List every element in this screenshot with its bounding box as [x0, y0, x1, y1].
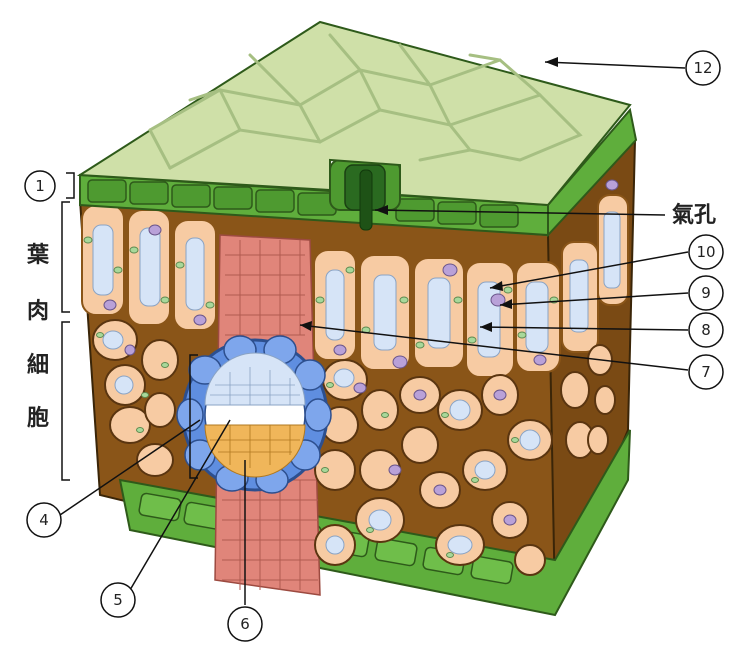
- callout-5: 5: [100, 582, 136, 618]
- arrowheads: [300, 57, 558, 332]
- svg-text:12: 12: [693, 59, 712, 77]
- callout-7: 7: [688, 354, 724, 390]
- upper-epidermis-side: [547, 107, 638, 238]
- svg-text:10: 10: [696, 243, 715, 261]
- callout-9: 9: [688, 275, 724, 311]
- svg-text:6: 6: [240, 615, 250, 633]
- palisade-vacuoles: [92, 211, 621, 358]
- callout-8: 8: [688, 312, 724, 348]
- callout-4: 4: [26, 502, 62, 538]
- mesophyll-char-1: 葉: [26, 243, 50, 268]
- palisade-nuclei: [103, 179, 619, 369]
- vascular-bundle: [176, 335, 332, 494]
- svg-text:9: 9: [701, 284, 711, 302]
- cuticle-cell-outlines: [148, 33, 583, 170]
- stoma: [329, 159, 401, 231]
- bundle-bracket: [189, 354, 198, 479]
- upper-epidermis-cells: [87, 179, 519, 228]
- spongy-nuclei: [124, 344, 517, 526]
- cuticle-top-surface: [76, 20, 632, 207]
- svg-text:8: 8: [701, 321, 711, 339]
- svg-text:5: 5: [113, 591, 123, 609]
- leader-lines: [59, 61, 689, 605]
- epidermis-bracket: [66, 172, 75, 199]
- callout-12: 12: [685, 50, 721, 86]
- palisade-bracket: [61, 201, 70, 313]
- mesophyll-char-3: 細: [27, 352, 49, 378]
- svg-text:7: 7: [701, 363, 711, 381]
- svg-text:1: 1: [35, 177, 45, 195]
- mesophyll-label: 葉 肉 細 胞: [26, 243, 50, 431]
- stoma-label: 氣孔: [672, 202, 716, 228]
- spongy-chloroplasts: [96, 332, 519, 558]
- svg-text:4: 4: [39, 511, 49, 529]
- callout-1: 1: [24, 170, 56, 202]
- spongy-vacuoles: [102, 330, 541, 555]
- palisade-chloroplasts: [83, 236, 559, 349]
- callout-6: 6: [227, 606, 263, 642]
- spongy-bracket: [61, 321, 70, 481]
- mesophyll-char-2: 肉: [27, 299, 49, 324]
- callout-10: 10: [688, 234, 724, 270]
- brackets: [61, 172, 198, 481]
- mesophyll-char-4: 胞: [27, 405, 49, 431]
